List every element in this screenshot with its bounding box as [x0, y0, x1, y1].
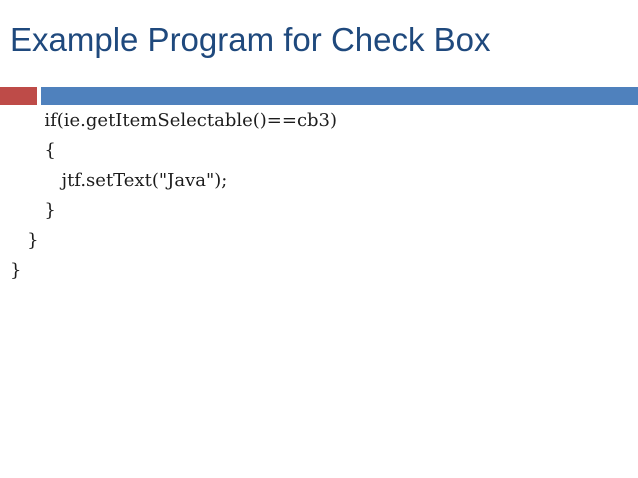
code-line: if(ie.getItemSelectable()==cb3) — [10, 110, 338, 131]
code-line: jtf.setText("Java"); — [10, 170, 228, 191]
accent-bar-blue-block — [41, 87, 638, 105]
code-block: if(ie.getItemSelectable()==cb3) { jtf.se… — [10, 106, 337, 286]
accent-bar-red-block — [0, 87, 37, 105]
code-line: } — [10, 200, 56, 221]
accent-bar-gap — [37, 87, 41, 105]
code-line: { — [10, 140, 56, 161]
slide-title: Example Program for Check Box — [10, 21, 491, 58]
code-line: } — [10, 230, 39, 251]
title-accent-bar — [0, 87, 638, 105]
code-line: } — [10, 260, 22, 281]
